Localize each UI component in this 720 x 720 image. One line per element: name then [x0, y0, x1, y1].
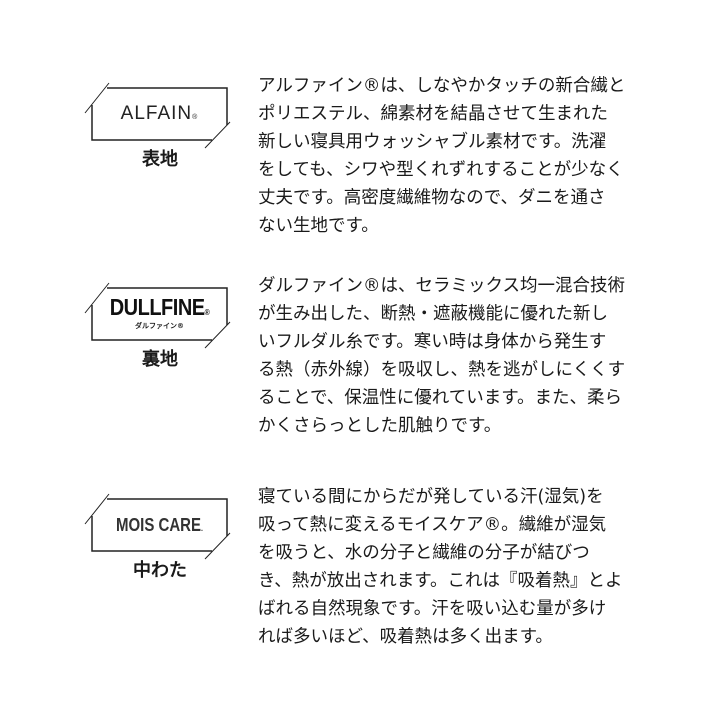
description-line: をしても、シワや型くれずれすることが少なく — [258, 160, 624, 180]
registered-mark: ® — [204, 309, 210, 318]
description-line: いフルダル糸です。寒い時は身体から発生す — [258, 332, 607, 352]
description-line: かくさらっとした肌触りです。 — [258, 416, 502, 436]
badge-frame-icon — [84, 82, 231, 149]
dullfine-badge: DULLFINE® ダルファイン® 裏地 — [80, 278, 240, 370]
registered-mark: ® — [192, 114, 199, 121]
description-line: 寝ている間にからだが発している汗(湿気)を — [258, 487, 604, 507]
alfain-badge: ALFAIN® 表地 — [80, 78, 240, 170]
description-line: が生み出した、断熱・遮蔽機能に優れた新し — [258, 304, 608, 324]
description-line: 新しい寝具用ウォッシャブル素材です。洗濯 — [258, 132, 607, 152]
section-label: 裏地 — [142, 349, 178, 370]
logo-mark: . — [201, 524, 203, 533]
section-lining: DULLFINE® ダルファイン® 裏地 ダルファイン®は、セラミックス均一混合… — [0, 276, 720, 478]
logo-subtext: ダルファイン® — [135, 322, 184, 330]
logo-text: MOIS CARE — [116, 514, 202, 536]
badge-frame-icon — [84, 493, 231, 560]
description-line: き、熱が放出されます。これは『吸着熱』とよ — [258, 571, 623, 591]
moiscare-badge: MOIS CARE. 中わた — [80, 489, 240, 581]
dullfine-logo: DULLFINE® ダルファイン® — [92, 288, 227, 340]
moiscare-logo: MOIS CARE. — [92, 499, 227, 551]
description-line: る熱（赤外線）を吸収し、熱を逃がしにくくす — [258, 360, 626, 380]
description-line: ることで、保温性に優れています。また、柔ら — [258, 388, 622, 408]
description-line: を吸うと、水の分子と繊維の分子が結びつ — [258, 543, 590, 563]
section-label: 中わた — [133, 560, 187, 581]
logo-text: ALFAIN — [120, 103, 193, 124]
badge-frame-icon — [84, 282, 231, 349]
description-line: ばれる自然現象です。汗を吸い込む量が多け — [258, 599, 607, 619]
section-label: 表地 — [142, 149, 178, 170]
section-outer-fabric: ALFAIN® 表地 アルファイン®は、しなやかタッチの新合繊と ポリエステル、… — [0, 76, 720, 278]
description-line: ダルファイン®は、セラミックス均一混合技術 — [258, 276, 625, 296]
description: 寝ている間にからだが発している汗(湿気)を 吸って熱に変えるモイスケア®。繊維が… — [258, 483, 658, 651]
section-filling: MOIS CARE. 中わた 寝ている間にからだが発している汗(湿気)を 吸って… — [0, 487, 720, 689]
description-line: ない生地です。 — [258, 216, 379, 236]
description-line: 丈夫です。高密度繊維物なので、ダニを通さ — [258, 188, 606, 208]
description-line: アルファイン®は、しなやかタッチの新合繊と — [258, 76, 626, 96]
description-line: 吸って熱に変えるモイスケア®。繊維が湿気 — [258, 515, 607, 535]
description: ダルファイン®は、セラミックス均一混合技術 が生み出した、断熱・遮蔽機能に優れた… — [258, 272, 658, 440]
description-line: ポリエステル、綿素材を結晶させて生まれた — [258, 104, 608, 124]
logo-text: DULLFINE — [109, 295, 205, 321]
alfain-logo: ALFAIN® — [92, 88, 227, 140]
description: アルファイン®は、しなやかタッチの新合繊と ポリエステル、綿素材を結晶させて生ま… — [258, 72, 658, 240]
description-line: れば多いほど、吸着熱は多く出ます。 — [258, 627, 553, 647]
